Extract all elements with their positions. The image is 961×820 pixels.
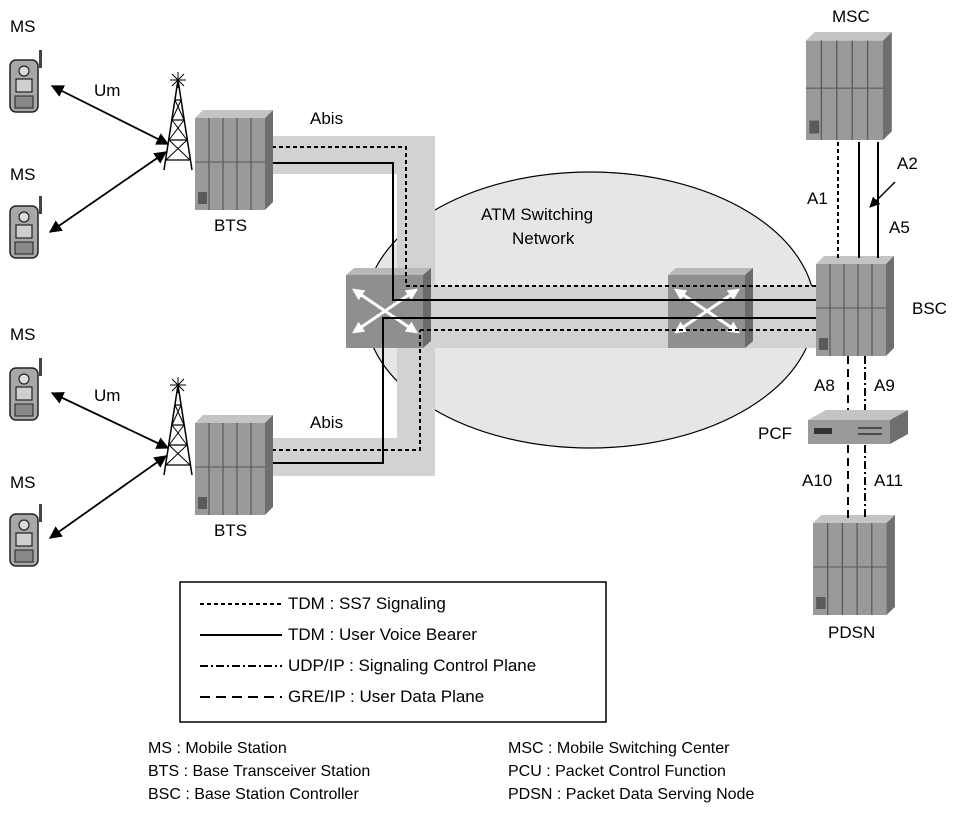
mobile-phone-3 <box>10 358 42 420</box>
msc-rack <box>806 32 892 140</box>
msc-label: MSC <box>832 8 870 25</box>
abbreviation-pcu: PCU : Packet Control Function <box>508 760 726 783</box>
mobile-phone-2 <box>10 196 42 258</box>
abbreviation-ms: MS : Mobile Station <box>148 737 287 760</box>
bsc-rack <box>816 256 894 356</box>
a2-pointer <box>870 182 895 207</box>
um-label-bottom: Um <box>94 387 120 404</box>
abbreviation-msc: MSC : Mobile Switching Center <box>508 737 729 760</box>
a8-label: A8 <box>814 377 835 394</box>
bsc-label: BSC <box>912 300 947 317</box>
legend-item-ss7: TDM : SS7 Signaling <box>288 595 446 612</box>
pcf-device <box>808 410 908 444</box>
atm-network-label-line1: ATM Switching <box>481 206 593 223</box>
mobile-phone-1 <box>10 50 42 112</box>
abis-label-bottom: Abis <box>310 414 343 431</box>
a10-label: A10 <box>802 472 832 489</box>
antenna-tower-top <box>164 72 192 170</box>
pdsn-rack <box>813 515 895 615</box>
a1-label: A1 <box>807 190 828 207</box>
bts-rack-top <box>195 110 273 210</box>
ms-label-1: MS <box>10 18 36 35</box>
legend-item-control-plane: UDP/IP : Signaling Control Plane <box>288 657 536 674</box>
a2-label: A2 <box>897 155 918 172</box>
bts-label-top: BTS <box>214 217 247 234</box>
a5-label: A5 <box>889 219 910 236</box>
ms-label-2: MS <box>10 166 36 183</box>
a11-label: A11 <box>874 472 903 489</box>
abis-label-top: Abis <box>310 110 343 127</box>
pdsn-label: PDSN <box>828 624 875 641</box>
atm-network-label-line2: Network <box>512 230 574 247</box>
mobile-phone-4 <box>10 504 42 566</box>
antenna-tower-bottom <box>164 377 192 475</box>
abbreviation-bts: BTS : Base Transceiver Station <box>148 760 370 783</box>
legend-item-voice: TDM : User Voice Bearer <box>288 626 477 643</box>
bts-rack-bottom <box>195 415 273 515</box>
legend-item-user-data-plane: GRE/IP : User Data Plane <box>288 688 484 705</box>
um-label-top: Um <box>94 82 120 99</box>
msc-bsc-links <box>838 142 878 258</box>
pcf-label: PCF <box>758 425 792 442</box>
ms-label-4: MS <box>10 474 36 491</box>
ms-label-3: MS <box>10 326 36 343</box>
atm-switch-right <box>668 268 753 348</box>
a9-label: A9 <box>874 377 895 394</box>
abbreviation-pdsn: PDSN : Packet Data Serving Node <box>508 783 754 806</box>
bts-label-bottom: BTS <box>214 522 247 539</box>
atm-switch-left <box>346 268 431 348</box>
abbreviation-bsc: BSC : Base Station Controller <box>148 783 359 806</box>
um-links <box>50 86 168 538</box>
